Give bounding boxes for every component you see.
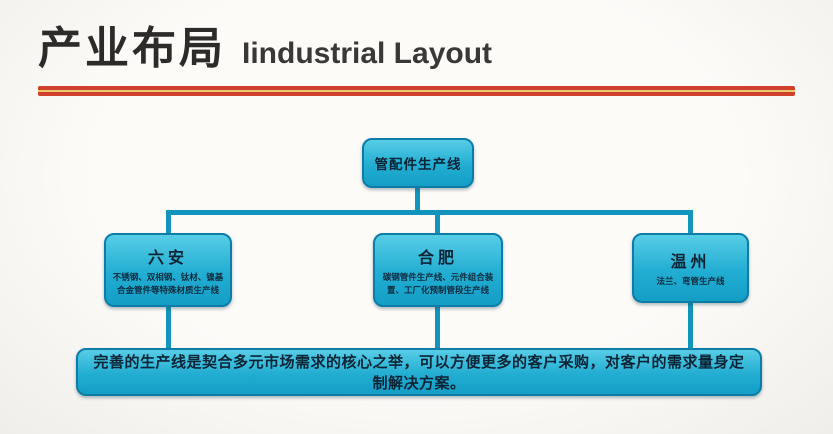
connector-to-hefei [435,210,440,235]
summary-box: 完善的生产线是契合多元市场需求的核心之举，可以方便更多的客户采购，对客户的需求量… [76,348,762,396]
connector-to-wenzhou [688,210,693,235]
branch-desc: 法兰、弯管生产线 [656,276,725,287]
branch-name: 温州 [670,254,711,272]
connector-root-down [415,186,420,214]
branch-node-wenzhou: 温州 法兰、弯管生产线 [632,233,749,303]
connector-wenzhou-summary [688,301,693,350]
page-header: 产业布局 Iindustrial Layout [38,12,492,76]
branch-name: 合肥 [417,250,458,268]
connector-luan-summary [166,305,171,350]
branch-node-luan: 六安 不锈钢、双相钢、钛材、镍基合金管件等特殊材质生产线 [104,233,232,307]
page-title: 产业布局 [38,24,226,73]
page-subtitle: Iindustrial Layout [242,37,493,70]
branch-desc: 碳钢管件生产线、元件组合装置、工厂化预制管段生产线 [382,272,494,295]
connector-hefei-summary [435,305,440,350]
connector-horizontal [166,210,693,215]
connector-to-luan [166,210,171,235]
root-node: 管配件生产线 [362,138,474,188]
title-divider-line [38,86,795,96]
branch-desc: 不锈钢、双相钢、钛材、镍基合金管件等特殊材质生产线 [112,272,224,295]
root-node-label: 管配件生产线 [374,157,462,172]
branch-node-hefei: 合肥 碳钢管件生产线、元件组合装置、工厂化预制管段生产线 [373,233,503,307]
branch-name: 六安 [147,250,188,268]
summary-text: 完善的生产线是契合多元市场需求的核心之举，可以方便更多的客户采购，对客户的需求量… [93,354,745,392]
